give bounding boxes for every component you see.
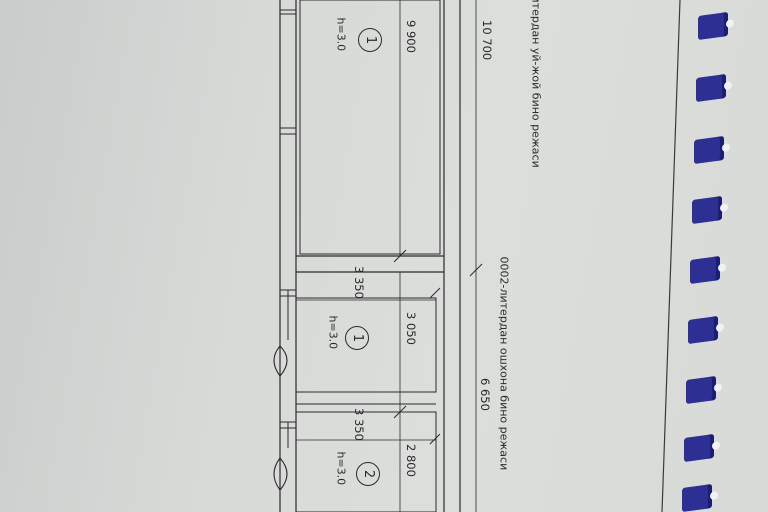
binding-clip	[694, 135, 724, 165]
dimension-6650: 6 650	[478, 378, 492, 411]
room-height-1: h=3.0	[334, 17, 348, 52]
binding-clip	[684, 433, 714, 463]
room-height-1b: h=3.0	[326, 315, 340, 350]
binding-clip	[696, 73, 726, 103]
room-number-2: 2	[356, 462, 380, 486]
room-2-outline	[295, 411, 437, 512]
dim-ticks	[393, 249, 483, 445]
dimension-3350-b: 3 350	[352, 408, 366, 441]
binding-clip	[686, 375, 716, 405]
binding-clip	[698, 11, 728, 41]
kitchen-caption: 0002-литердан ошхона бино режаси	[497, 256, 511, 471]
residential-caption: литердан уй-жой бино режаси	[529, 0, 543, 168]
window-marks	[280, 9, 296, 448]
dimension-9900: 9 900	[404, 20, 418, 53]
door-symbols	[273, 345, 288, 491]
room-1-outline	[299, 0, 441, 255]
room-height-2: h=3.0	[334, 451, 348, 486]
room-1b-outline	[295, 297, 437, 393]
room-number-1: 1	[358, 28, 382, 52]
sheet-frame-line	[661, 0, 681, 512]
binding-clip	[692, 195, 722, 225]
binding-clip	[688, 315, 718, 345]
room-number-1b: 1	[345, 326, 369, 350]
dimension-3350-a: 3 350	[352, 266, 366, 299]
binding-clip	[690, 255, 720, 285]
binding-clip	[682, 483, 712, 512]
dimension-2800: 2 800	[404, 444, 418, 477]
dimension-10700: 10 700	[480, 20, 494, 61]
dimension-3050: 3 050	[404, 312, 418, 345]
